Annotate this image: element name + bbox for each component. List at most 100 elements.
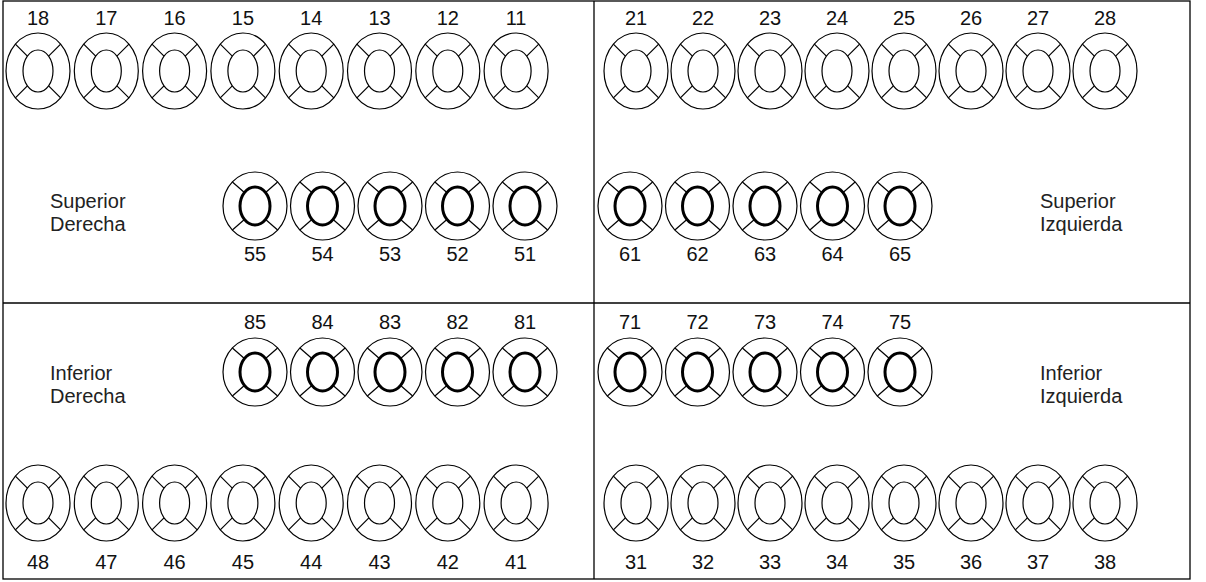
tooth-number: 41 bbox=[486, 550, 546, 574]
tooth-outline bbox=[279, 33, 343, 109]
tooth-surface-line bbox=[1015, 86, 1027, 98]
tooth-occlusal bbox=[683, 353, 713, 391]
tooth-surface-line bbox=[647, 518, 659, 530]
tooth-symbol bbox=[733, 338, 797, 406]
tooth-surface-line bbox=[810, 182, 822, 193]
tooth-surface-line bbox=[220, 86, 232, 98]
tooth-outline bbox=[493, 172, 557, 240]
tooth-occlusal bbox=[683, 187, 713, 225]
tooth-number: 52 bbox=[428, 242, 488, 266]
tooth-number: 55 bbox=[225, 242, 285, 266]
tooth-surface-line bbox=[675, 219, 687, 230]
tooth-symbol bbox=[671, 465, 735, 541]
tooth-surface-line bbox=[468, 348, 480, 359]
tooth-surface-line bbox=[333, 348, 345, 359]
tooth-surface-line bbox=[680, 476, 692, 488]
tooth-surface-line bbox=[266, 182, 278, 193]
tooth-occlusal bbox=[91, 482, 121, 524]
tooth-surface-line bbox=[322, 86, 334, 98]
tooth-outline bbox=[211, 465, 275, 541]
tooth-occlusal bbox=[308, 187, 338, 225]
tooth-surface-line bbox=[948, 518, 960, 530]
tooth-number: 36 bbox=[941, 550, 1001, 574]
tooth-surface-line bbox=[527, 518, 539, 530]
tooth-occlusal bbox=[621, 50, 651, 92]
tooth-occlusal bbox=[822, 482, 852, 524]
tooth-surface-line bbox=[185, 86, 197, 98]
tooth-surface-line bbox=[843, 219, 855, 230]
tooth-surface-line bbox=[49, 476, 61, 488]
tooth-number: 11 bbox=[486, 6, 546, 30]
tooth-surface-line bbox=[401, 348, 413, 359]
tooth-number: 62 bbox=[668, 242, 728, 266]
tooth-symbol bbox=[416, 33, 480, 109]
tooth-occlusal bbox=[822, 50, 852, 92]
tooth-surface-line bbox=[742, 182, 754, 193]
tooth-occlusal bbox=[375, 353, 405, 391]
tooth-occlusal bbox=[688, 50, 718, 92]
tooth-outline bbox=[939, 465, 1003, 541]
tooth-outline bbox=[426, 338, 490, 406]
tooth-symbol bbox=[666, 172, 730, 240]
tooth-occlusal bbox=[240, 187, 270, 225]
tooth-symbol bbox=[291, 172, 355, 240]
tooth-number: 16 bbox=[145, 6, 205, 30]
tooth-symbol bbox=[223, 338, 287, 406]
tooth-surface-line bbox=[425, 476, 437, 488]
tooth-surface-line bbox=[1116, 44, 1128, 56]
tooth-number: 53 bbox=[360, 242, 420, 266]
tooth-number: 37 bbox=[1008, 550, 1068, 574]
tooth-occlusal bbox=[755, 50, 785, 92]
tooth-number: 38 bbox=[1075, 550, 1135, 574]
tooth-outline bbox=[872, 465, 936, 541]
tooth-occlusal bbox=[308, 353, 338, 391]
tooth-number: 23 bbox=[740, 6, 800, 30]
tooth-surface-line bbox=[680, 44, 692, 56]
tooth-number: 31 bbox=[606, 550, 666, 574]
tooth-outline bbox=[868, 172, 932, 240]
tooth-outline bbox=[211, 33, 275, 109]
tooth-surface-line bbox=[401, 219, 413, 230]
tooth-surface-line bbox=[848, 44, 860, 56]
tooth-occlusal bbox=[23, 482, 53, 524]
tooth-surface-line bbox=[675, 348, 687, 359]
tooth-number: 34 bbox=[807, 550, 867, 574]
tooth-surface-line bbox=[747, 86, 759, 98]
tooth-surface-line bbox=[641, 385, 653, 396]
tooth-symbol bbox=[872, 465, 936, 541]
tooth-surface-line bbox=[848, 518, 860, 530]
tooth-occlusal bbox=[956, 482, 986, 524]
tooth-surface-line bbox=[1116, 86, 1128, 98]
tooth-surface-line bbox=[390, 44, 402, 56]
tooth-number: 22 bbox=[673, 6, 733, 30]
tooth-symbol bbox=[348, 33, 412, 109]
tooth-surface-line bbox=[117, 86, 129, 98]
tooth-occlusal bbox=[885, 187, 915, 225]
tooth-outline bbox=[801, 338, 865, 406]
tooth-surface-line bbox=[185, 44, 197, 56]
tooth-surface-line bbox=[982, 518, 994, 530]
tooth-surface-line bbox=[367, 182, 379, 193]
tooth-occlusal bbox=[889, 50, 919, 92]
tooth-surface-line bbox=[948, 86, 960, 98]
tooth-surface-line bbox=[911, 182, 923, 193]
tooth-surface-line bbox=[390, 476, 402, 488]
tooth-surface-line bbox=[814, 44, 826, 56]
tooth-symbol bbox=[211, 465, 275, 541]
tooth-surface-line bbox=[254, 518, 266, 530]
tooth-surface-line bbox=[641, 348, 653, 359]
tooth-surface-line bbox=[877, 219, 889, 230]
tooth-number: 45 bbox=[213, 550, 273, 574]
tooth-surface-line bbox=[607, 385, 619, 396]
tooth-surface-line bbox=[117, 518, 129, 530]
tooth-surface-line bbox=[458, 86, 470, 98]
tooth-surface-line bbox=[982, 44, 994, 56]
tooth-number: 73 bbox=[735, 310, 795, 334]
tooth-occlusal bbox=[688, 482, 718, 524]
tooth-surface-line bbox=[877, 348, 889, 359]
tooth-symbol bbox=[738, 465, 802, 541]
tooth-outline bbox=[484, 33, 548, 109]
tooth-surface-line bbox=[266, 219, 278, 230]
tooth-surface-line bbox=[810, 219, 822, 230]
tooth-number: 28 bbox=[1075, 6, 1135, 30]
